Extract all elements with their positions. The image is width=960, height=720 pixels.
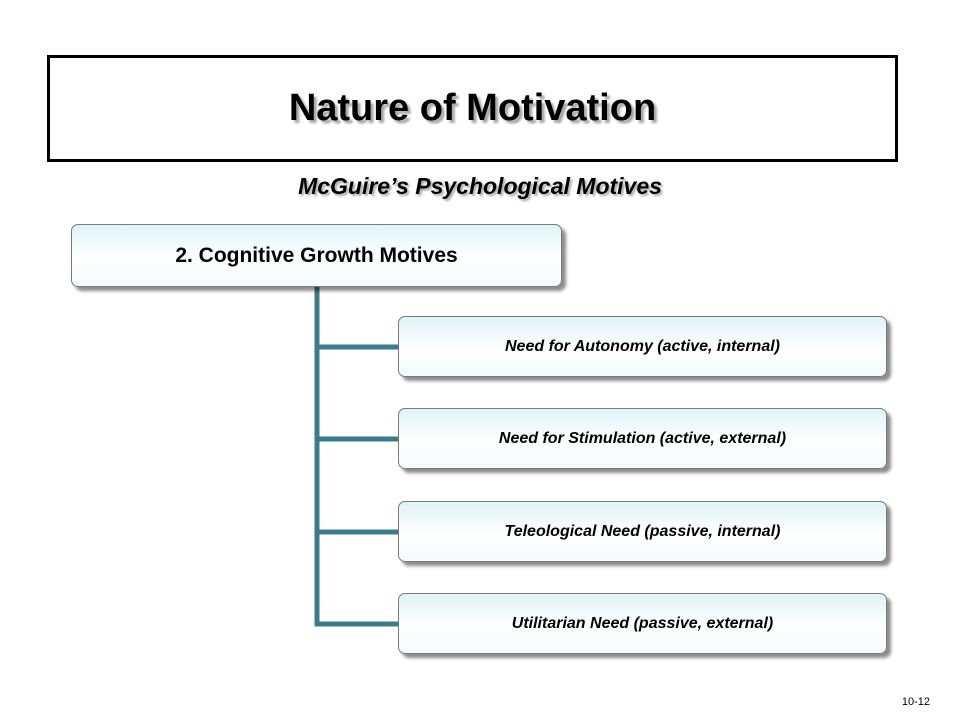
slide-subtitle: McGuire’s Psychological Motives	[298, 173, 662, 199]
page-number: 10-12	[901, 696, 930, 708]
title-box: Nature of Motivation	[47, 55, 898, 162]
child-node-label: Utilitarian Need (passive, external)	[511, 614, 774, 632]
root-node-label: 2. Cognitive Growth Motives	[175, 243, 458, 267]
slide-title: Nature of Motivation	[288, 87, 657, 129]
child-node-stimulation: Need for Stimulation (active, external)	[398, 408, 887, 469]
child-node-label: Need for Stimulation (active, external)	[498, 429, 787, 447]
child-node-label: Need for Autonomy (active, internal)	[505, 337, 780, 355]
root-node: 2. Cognitive Growth Motives	[71, 224, 562, 287]
child-node-label: Teleological Need (passive, internal)	[504, 522, 781, 540]
child-node-teleological: Teleological Need (passive, internal)	[398, 501, 887, 562]
child-node-autonomy: Need for Autonomy (active, internal)	[398, 316, 887, 377]
child-node-utilitarian: Utilitarian Need (passive, external)	[398, 593, 887, 654]
